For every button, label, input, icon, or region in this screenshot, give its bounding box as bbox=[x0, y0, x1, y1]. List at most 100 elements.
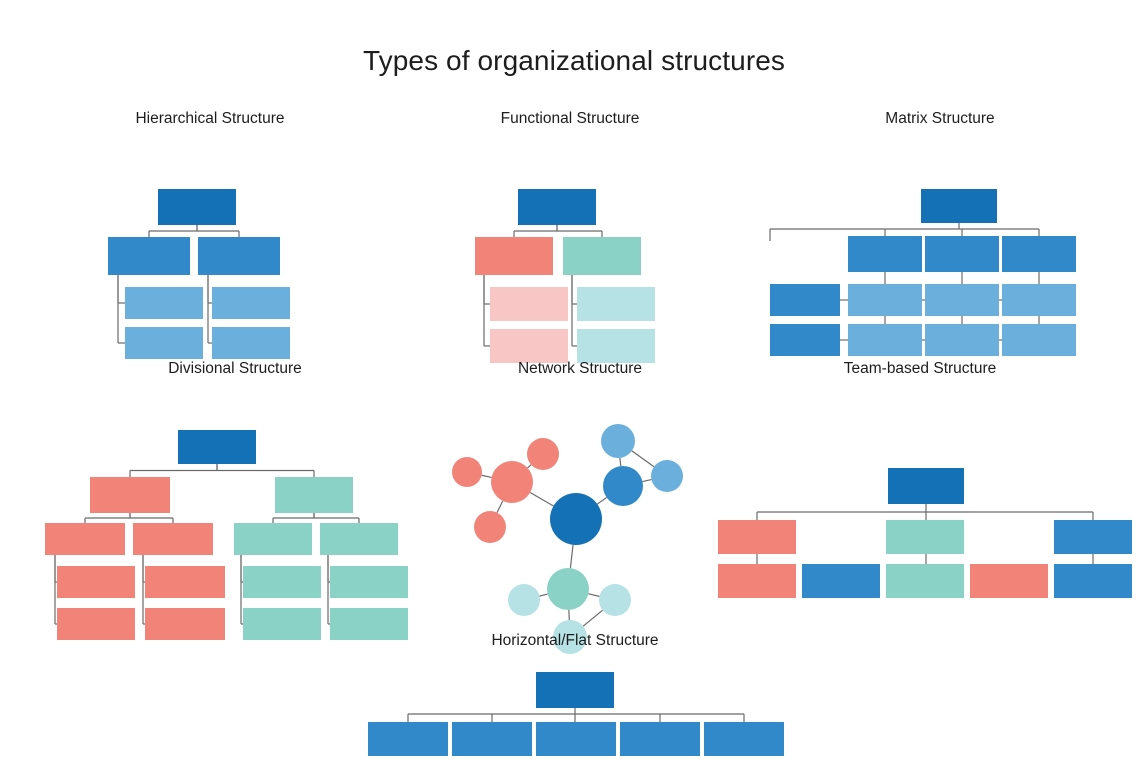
node-team-2-1-1[interactable] bbox=[243, 566, 321, 598]
network-node-red-left[interactable] bbox=[452, 457, 482, 487]
network-node-red-hub[interactable] bbox=[491, 461, 533, 503]
node-team-2-2-1[interactable] bbox=[330, 566, 408, 598]
connector-line bbox=[481, 474, 492, 479]
node-team-1-2-2[interactable] bbox=[145, 608, 225, 640]
node-leaf-2-1[interactable] bbox=[577, 287, 655, 321]
connector-line bbox=[642, 478, 652, 483]
node-unit-2[interactable] bbox=[452, 722, 532, 756]
node-unit-1-1[interactable] bbox=[45, 523, 125, 555]
network-node-red-top[interactable] bbox=[527, 438, 559, 470]
node-col-1-h[interactable] bbox=[848, 236, 922, 272]
diagram-divisional: Divisional Structure bbox=[30, 360, 440, 640]
node-member-2[interactable] bbox=[802, 564, 880, 598]
node-cell-1-1[interactable] bbox=[848, 284, 922, 316]
network-node-teal-right[interactable] bbox=[599, 584, 631, 616]
diagram-canvas-matrix bbox=[769, 189, 1076, 356]
node-team-2-1-2[interactable] bbox=[243, 608, 321, 640]
diagram-title-functional: Functional Structure bbox=[500, 110, 640, 127]
diagram-title-team-based: Team-based Structure bbox=[843, 360, 997, 377]
diagram-hierarchical: Hierarchical Structure bbox=[60, 110, 360, 359]
node-team-1-2-1[interactable] bbox=[145, 566, 225, 598]
node-member-3[interactable] bbox=[886, 564, 964, 598]
node-member-4[interactable] bbox=[970, 564, 1048, 598]
node-row-1-h[interactable] bbox=[770, 284, 840, 316]
node-root[interactable] bbox=[178, 430, 256, 464]
node-team-2[interactable] bbox=[886, 520, 964, 554]
node-branch-1[interactable] bbox=[475, 237, 553, 275]
network-node-blue-hub[interactable] bbox=[603, 466, 643, 506]
node-unit-4[interactable] bbox=[620, 722, 700, 756]
diagram-network: Network Structure bbox=[440, 360, 720, 654]
node-team-2-2-2[interactable] bbox=[330, 608, 408, 640]
node-member-5[interactable] bbox=[1054, 564, 1132, 598]
node-leaf-2-2[interactable] bbox=[212, 327, 290, 359]
node-team-1-1-1[interactable] bbox=[57, 566, 135, 598]
node-root[interactable] bbox=[921, 189, 997, 223]
connector-line bbox=[539, 593, 548, 597]
node-unit-3[interactable] bbox=[536, 722, 616, 756]
connector-line bbox=[596, 497, 607, 505]
diagram-title-matrix: Matrix Structure bbox=[885, 110, 995, 127]
node-root[interactable] bbox=[518, 189, 596, 225]
diagram-matrix: Matrix Structure bbox=[769, 110, 1110, 356]
connector-line bbox=[582, 609, 604, 627]
node-branch-1[interactable] bbox=[108, 237, 190, 275]
node-branch-2[interactable] bbox=[198, 237, 280, 275]
node-member-1[interactable] bbox=[718, 564, 796, 598]
node-unit-2-2[interactable] bbox=[320, 523, 398, 555]
diagram-horizontal-flat: Horizontal/Flat Structure bbox=[360, 632, 790, 761]
diagram-title-hierarchical: Hierarchical Structure bbox=[135, 110, 285, 127]
node-leaf-1-2[interactable] bbox=[125, 327, 203, 359]
node-cell-1-3[interactable] bbox=[1002, 284, 1076, 316]
network-node-teal-left[interactable] bbox=[508, 584, 540, 616]
network-node-teal-hub[interactable] bbox=[547, 568, 589, 610]
node-division-1[interactable] bbox=[90, 477, 170, 513]
node-root[interactable] bbox=[888, 468, 964, 504]
connector-line bbox=[569, 544, 574, 569]
connector-line bbox=[527, 464, 532, 469]
node-leaf-2-2[interactable] bbox=[577, 329, 655, 363]
node-unit-1[interactable] bbox=[368, 722, 448, 756]
diagram-canvas-team-based bbox=[718, 468, 1132, 598]
node-col-3-h[interactable] bbox=[1002, 236, 1076, 272]
node-cell-2-3[interactable] bbox=[1002, 324, 1076, 356]
network-node-blue-right[interactable] bbox=[651, 460, 683, 492]
node-unit-2-1[interactable] bbox=[234, 523, 312, 555]
diagram-title-divisional: Divisional Structure bbox=[168, 360, 302, 377]
network-node-red-bottom[interactable] bbox=[474, 511, 506, 543]
diagram-team-based: Team-based Structure bbox=[710, 360, 1132, 598]
connector-line bbox=[496, 500, 504, 513]
connector-line bbox=[588, 593, 600, 597]
node-cell-1-2[interactable] bbox=[925, 284, 999, 316]
node-branch-2[interactable] bbox=[563, 237, 641, 275]
node-leaf-2-1[interactable] bbox=[212, 287, 290, 319]
node-leaf-1-1[interactable] bbox=[125, 287, 203, 319]
node-unit-1-2[interactable] bbox=[133, 523, 213, 555]
page-title: Types of organizational structures bbox=[362, 44, 786, 76]
node-cell-2-1[interactable] bbox=[848, 324, 922, 356]
node-root[interactable] bbox=[536, 672, 614, 708]
connector-line bbox=[631, 450, 655, 468]
node-col-2-h[interactable] bbox=[925, 236, 999, 272]
connector-line bbox=[619, 457, 622, 467]
connector-line bbox=[529, 491, 554, 507]
node-division-2[interactable] bbox=[275, 477, 353, 513]
diagram-title-network: Network Structure bbox=[517, 360, 643, 377]
node-unit-5[interactable] bbox=[704, 722, 784, 756]
node-leaf-1-1[interactable] bbox=[490, 287, 568, 321]
diagram-canvas-divisional bbox=[45, 430, 408, 640]
node-team-1-1-2[interactable] bbox=[57, 608, 135, 640]
node-team-3[interactable] bbox=[1054, 520, 1132, 554]
node-team-1[interactable] bbox=[718, 520, 796, 554]
diagram-functional: Functional Structure bbox=[420, 110, 720, 363]
network-node-hub[interactable] bbox=[550, 493, 602, 545]
node-root[interactable] bbox=[158, 189, 236, 225]
network-node-blue-top[interactable] bbox=[601, 424, 635, 458]
node-cell-2-2[interactable] bbox=[925, 324, 999, 356]
node-row-2-h[interactable] bbox=[770, 324, 840, 356]
diagram-title-horizontal-flat: Horizontal/Flat Structure bbox=[491, 632, 659, 649]
diagram-canvas-functional bbox=[475, 189, 655, 363]
network-node-teal-bottom[interactable] bbox=[553, 620, 587, 654]
diagram-canvas-hierarchical bbox=[108, 189, 290, 359]
node-leaf-1-2[interactable] bbox=[490, 329, 568, 363]
